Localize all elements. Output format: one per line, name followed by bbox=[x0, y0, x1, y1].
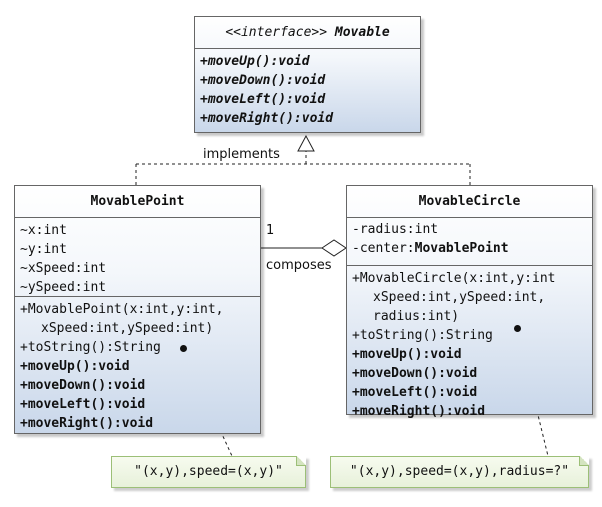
movable-point-operations: +MovablePoint(x:int,y:int, xSpeed:int,yS… bbox=[15, 296, 260, 435]
movable-circle-moveleft: +moveLeft():void bbox=[352, 385, 478, 400]
movable-point-attr-y: ~y:int bbox=[20, 242, 67, 257]
movable-interface-box[interactable]: <<interface>> Movable +moveUp():void +mo… bbox=[194, 16, 421, 133]
movable-point-moveleft: +moveLeft():void bbox=[20, 397, 146, 412]
implements-relationship bbox=[135, 134, 471, 185]
movable-point-header: MovablePoint bbox=[15, 186, 260, 217]
movable-point-attr-yspeed: ~ySpeed:int bbox=[20, 280, 107, 295]
movable-point-moveright: +moveRight():void bbox=[20, 416, 154, 431]
movable-circle-header: MovableCircle bbox=[347, 186, 592, 217]
movable-circle-attr-center: -center:MovablePoint bbox=[352, 239, 587, 258]
interface-name: Movable bbox=[334, 25, 390, 40]
composition-multiplicity: 1 bbox=[266, 223, 275, 238]
interface-op-moveleft: +moveLeft():void bbox=[200, 92, 326, 107]
interface-op-movedown: +moveDown():void bbox=[200, 73, 326, 88]
movable-circle-constructor-cont2: radius:int) bbox=[373, 309, 460, 324]
movable-circle-constructor-cont1: xSpeed:int,ySpeed:int, bbox=[373, 290, 546, 305]
point-tostring-note-text: "(x,y),speed=(x,y)" bbox=[134, 464, 283, 479]
composes-label: composes bbox=[266, 258, 332, 273]
interface-operations: +moveUp():void +moveDown():void +moveLef… bbox=[195, 48, 420, 134]
point-note-anchor-dot bbox=[180, 345, 187, 352]
circle-note-fold-icon bbox=[579, 456, 589, 466]
movable-circle-moveup: +moveUp():void bbox=[352, 347, 462, 362]
movable-point-constructor: +MovablePoint(x:int,y:int, bbox=[20, 302, 224, 317]
note-connector-circle bbox=[516, 328, 549, 457]
interface-stereotype: <<interface>> bbox=[225, 25, 328, 40]
movable-point-constructor-cont: xSpeed:int,ySpeed:int) bbox=[41, 321, 214, 336]
composition-relationship bbox=[260, 239, 347, 257]
movable-circle-operations: +MovableCircle(x:int,y:int xSpeed:int,yS… bbox=[347, 265, 592, 419]
movable-point-attributes: ~x:int ~y:int ~xSpeed:int ~ySpeed:int bbox=[15, 217, 260, 296]
movable-point-attr-xspeed: ~xSpeed:int bbox=[20, 261, 107, 276]
circle-tostring-note[interactable]: "(x,y),speed=(x,y),radius=?" bbox=[330, 456, 589, 488]
implements-label: implements bbox=[203, 147, 280, 162]
movable-point-movedown: +moveDown():void bbox=[20, 378, 146, 393]
movable-circle-attr-center-label: -center: bbox=[352, 241, 415, 256]
interface-header-space bbox=[327, 23, 335, 42]
movable-circle-attr-radius: -radius:int bbox=[352, 222, 439, 237]
interface-op-moveright: +moveRight():void bbox=[200, 111, 334, 126]
circle-note-anchor-dot bbox=[514, 325, 521, 332]
movable-circle-attr-center-type: MovablePoint bbox=[414, 241, 509, 256]
implements-arrowhead bbox=[297, 134, 315, 152]
movable-point-attr-x: ~x:int bbox=[20, 223, 67, 238]
circle-tostring-note-text: "(x,y),speed=(x,y),radius=?" bbox=[349, 464, 570, 479]
point-note-fold-icon bbox=[296, 456, 306, 466]
movable-circle-attributes: -radius:int -center:MovablePoint bbox=[347, 217, 592, 265]
movable-circle-constructor: +MovableCircle(x:int,y:int bbox=[352, 271, 556, 286]
movable-circle-name: MovableCircle bbox=[418, 194, 521, 209]
movable-circle-tostring: +toString():String bbox=[352, 328, 493, 343]
interface-op-moveup: +moveUp():void bbox=[200, 54, 310, 69]
movable-point-name: MovablePoint bbox=[90, 194, 185, 209]
movable-point-class-box[interactable]: MovablePoint ~x:int ~y:int ~xSpeed:int ~… bbox=[14, 185, 261, 434]
movable-point-moveup: +moveUp():void bbox=[20, 359, 130, 374]
interface-header: <<interface>> Movable bbox=[195, 17, 420, 48]
movable-circle-movedown: +moveDown():void bbox=[352, 366, 478, 381]
movable-circle-moveright: +moveRight():void bbox=[352, 404, 486, 419]
movable-circle-class-box[interactable]: MovableCircle -radius:int -center:Movabl… bbox=[346, 185, 593, 419]
movable-point-tostring: +toString():String bbox=[20, 340, 161, 355]
point-tostring-note[interactable]: "(x,y),speed=(x,y)" bbox=[111, 456, 306, 488]
composition-diamond bbox=[321, 239, 347, 257]
